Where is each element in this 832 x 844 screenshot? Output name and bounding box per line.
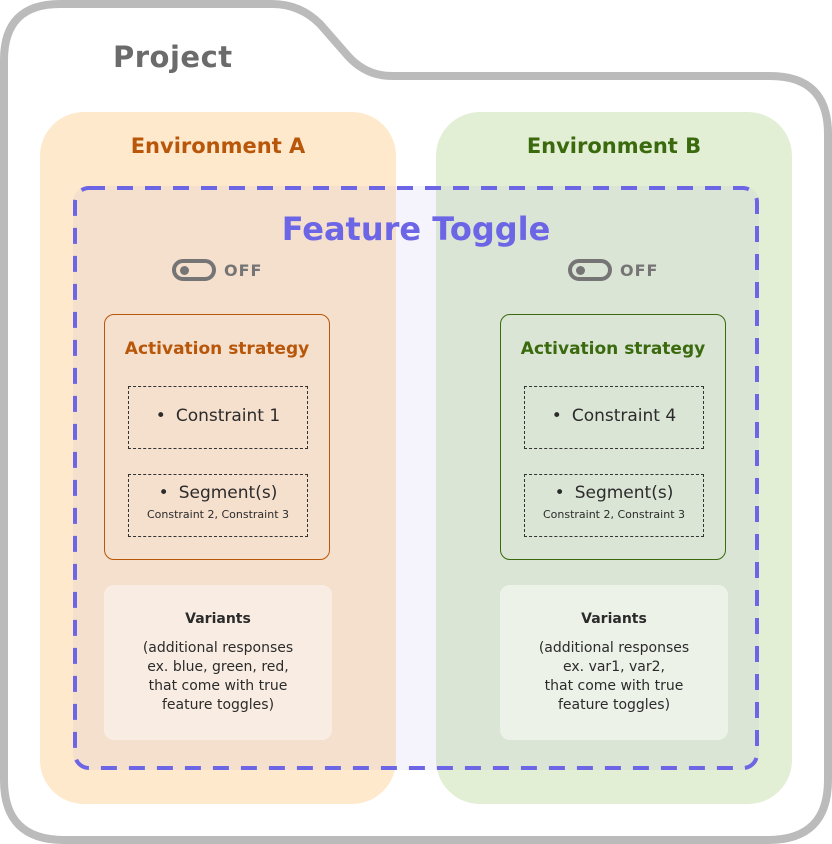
variants-line: (additional responses: [142, 640, 294, 656]
constraint-box: • Constraint 4: [524, 386, 704, 449]
activation-strategy-title: Activation strategy: [520, 339, 706, 359]
toggle-state-label: OFF: [620, 260, 659, 280]
segment-box: • Segment(s) Constraint 2, Constraint 3: [524, 474, 704, 537]
constraint-label: Constraint 1: [175, 406, 281, 426]
variants-line: that come with true: [148, 678, 288, 694]
segment-label: Segment(s): [178, 483, 278, 503]
toggle-state-label: OFF: [224, 260, 263, 280]
activation-strategy-title: Activation strategy: [124, 339, 310, 359]
variants-line: feature toggles): [161, 697, 275, 713]
bullet-icon: •: [158, 483, 169, 503]
environment-a-title: Environment A: [130, 134, 306, 158]
variants-title: Variants: [185, 611, 251, 627]
toggle-off-icon[interactable]: [568, 259, 612, 281]
constraint-label: Constraint 4: [571, 406, 677, 426]
bullet-icon: •: [551, 406, 562, 426]
environment-a-variants: Variants (additional responses ex. blue,…: [104, 585, 332, 740]
environment-b-variants: Variants (additional responses ex. var1,…: [500, 585, 728, 740]
environment-a-toggle[interactable]: OFF: [172, 256, 262, 284]
variants-description: (additional responses ex. blue, green, r…: [104, 639, 332, 715]
toggle-off-icon[interactable]: [172, 259, 216, 281]
environment-a-activation-strategy: Activation strategy • Constraint 1 • Segme…: [104, 314, 330, 560]
project-title: Project: [113, 40, 233, 74]
variants-title: Variants: [581, 611, 647, 627]
bullet-icon: •: [554, 483, 565, 503]
variants-line: ex. blue, green, red,: [147, 659, 289, 675]
variants-description: (additional responses ex. var1, var2, th…: [500, 639, 728, 715]
toggle-knob: [180, 266, 189, 275]
variants-line: that come with true: [544, 678, 684, 694]
environment-b-title: Environment B: [526, 134, 702, 158]
environment-b-activation-strategy: Activation strategy • Constraint 4 • Segme…: [500, 314, 726, 560]
segment-constraints: Constraint 2, Constraint 3: [542, 508, 686, 521]
segment-constraints: Constraint 2, Constraint 3: [146, 508, 290, 521]
variants-line: (additional responses: [538, 640, 690, 656]
environment-b-toggle[interactable]: OFF: [568, 256, 658, 284]
variants-line: ex. var1, var2,: [563, 659, 665, 675]
bullet-icon: •: [155, 406, 166, 426]
toggle-knob: [576, 266, 585, 275]
constraint-box: • Constraint 1: [128, 386, 308, 449]
feature-toggle-title: Feature Toggle: [281, 210, 551, 248]
segment-box: • Segment(s) Constraint 2, Constraint 3: [128, 474, 308, 537]
segment-label: Segment(s): [574, 483, 674, 503]
feature-toggle-dashed-border: [73, 186, 759, 770]
variants-line: feature toggles): [557, 697, 671, 713]
